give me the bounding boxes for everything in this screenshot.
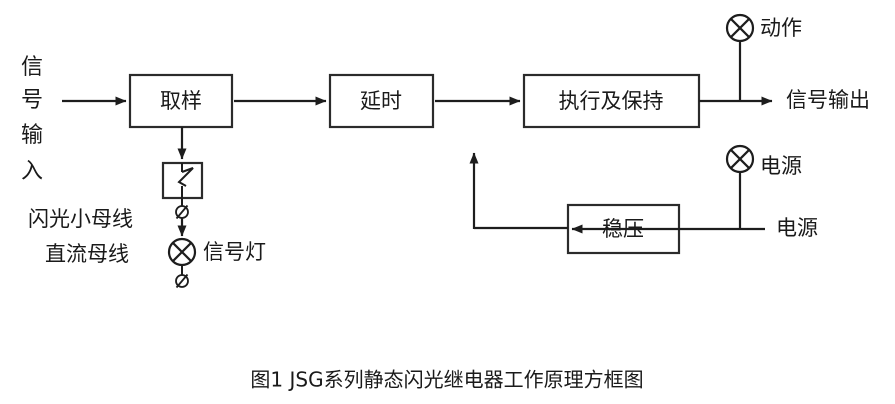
power-input-label: 电源 bbox=[776, 216, 818, 240]
signal-lamp-label: 信号灯 bbox=[203, 240, 266, 264]
contact-blade bbox=[177, 167, 194, 187]
signal-input-label: 信 号 输 入 bbox=[21, 55, 43, 184]
signal-lamp-group: 信号灯 bbox=[167, 237, 266, 267]
block-execute-hold-label: 执行及保持 bbox=[559, 89, 664, 113]
power-lamp-label: 电源 bbox=[760, 154, 802, 178]
action-lamp-group: 动作 bbox=[725, 13, 802, 101]
signal-lamp-cross-b bbox=[172, 242, 192, 262]
lamp-icon-action bbox=[725, 13, 755, 43]
figure-caption: 图1 JSG系列静态闪光继电器工作原理方框图 bbox=[250, 368, 643, 392]
block-sampling: 取样 bbox=[128, 73, 234, 129]
power-lamp-group: 电源 bbox=[725, 144, 802, 229]
wire-regulator-feedback bbox=[469, 152, 568, 230]
action-lamp-label: 动作 bbox=[760, 16, 802, 40]
flash-bus-label: 闪光小母线 bbox=[28, 207, 133, 231]
input-label-char-4: 入 bbox=[21, 159, 43, 184]
terminal2-slash bbox=[175, 273, 189, 289]
terminal-icon-flash-bus bbox=[175, 204, 189, 220]
dc-bus-label: 直流母线 bbox=[45, 242, 129, 266]
block-sampling-label: 取样 bbox=[160, 89, 202, 113]
lamp-icon-power bbox=[725, 144, 755, 174]
action-lamp-cross-b bbox=[730, 18, 750, 38]
block-delay: 延时 bbox=[328, 73, 435, 129]
lamp-icon-signal bbox=[167, 237, 197, 267]
terminal1-slash bbox=[175, 204, 189, 220]
input-label-char-2: 号 bbox=[21, 88, 43, 113]
block-delay-rect bbox=[328, 73, 435, 129]
terminal-icon-dc-bus bbox=[175, 273, 189, 289]
block-execute-hold-rect bbox=[522, 73, 701, 129]
block-execute-hold: 执行及保持 bbox=[522, 73, 701, 129]
input-label-char-3: 输 bbox=[21, 123, 43, 148]
input-label-char-1: 信 bbox=[21, 55, 43, 80]
signal-output-label: 信号输出 bbox=[786, 88, 870, 112]
block-delay-label: 延时 bbox=[360, 89, 402, 113]
switch-contact-box bbox=[161, 161, 204, 200]
power-lamp-cross-b bbox=[730, 149, 750, 169]
